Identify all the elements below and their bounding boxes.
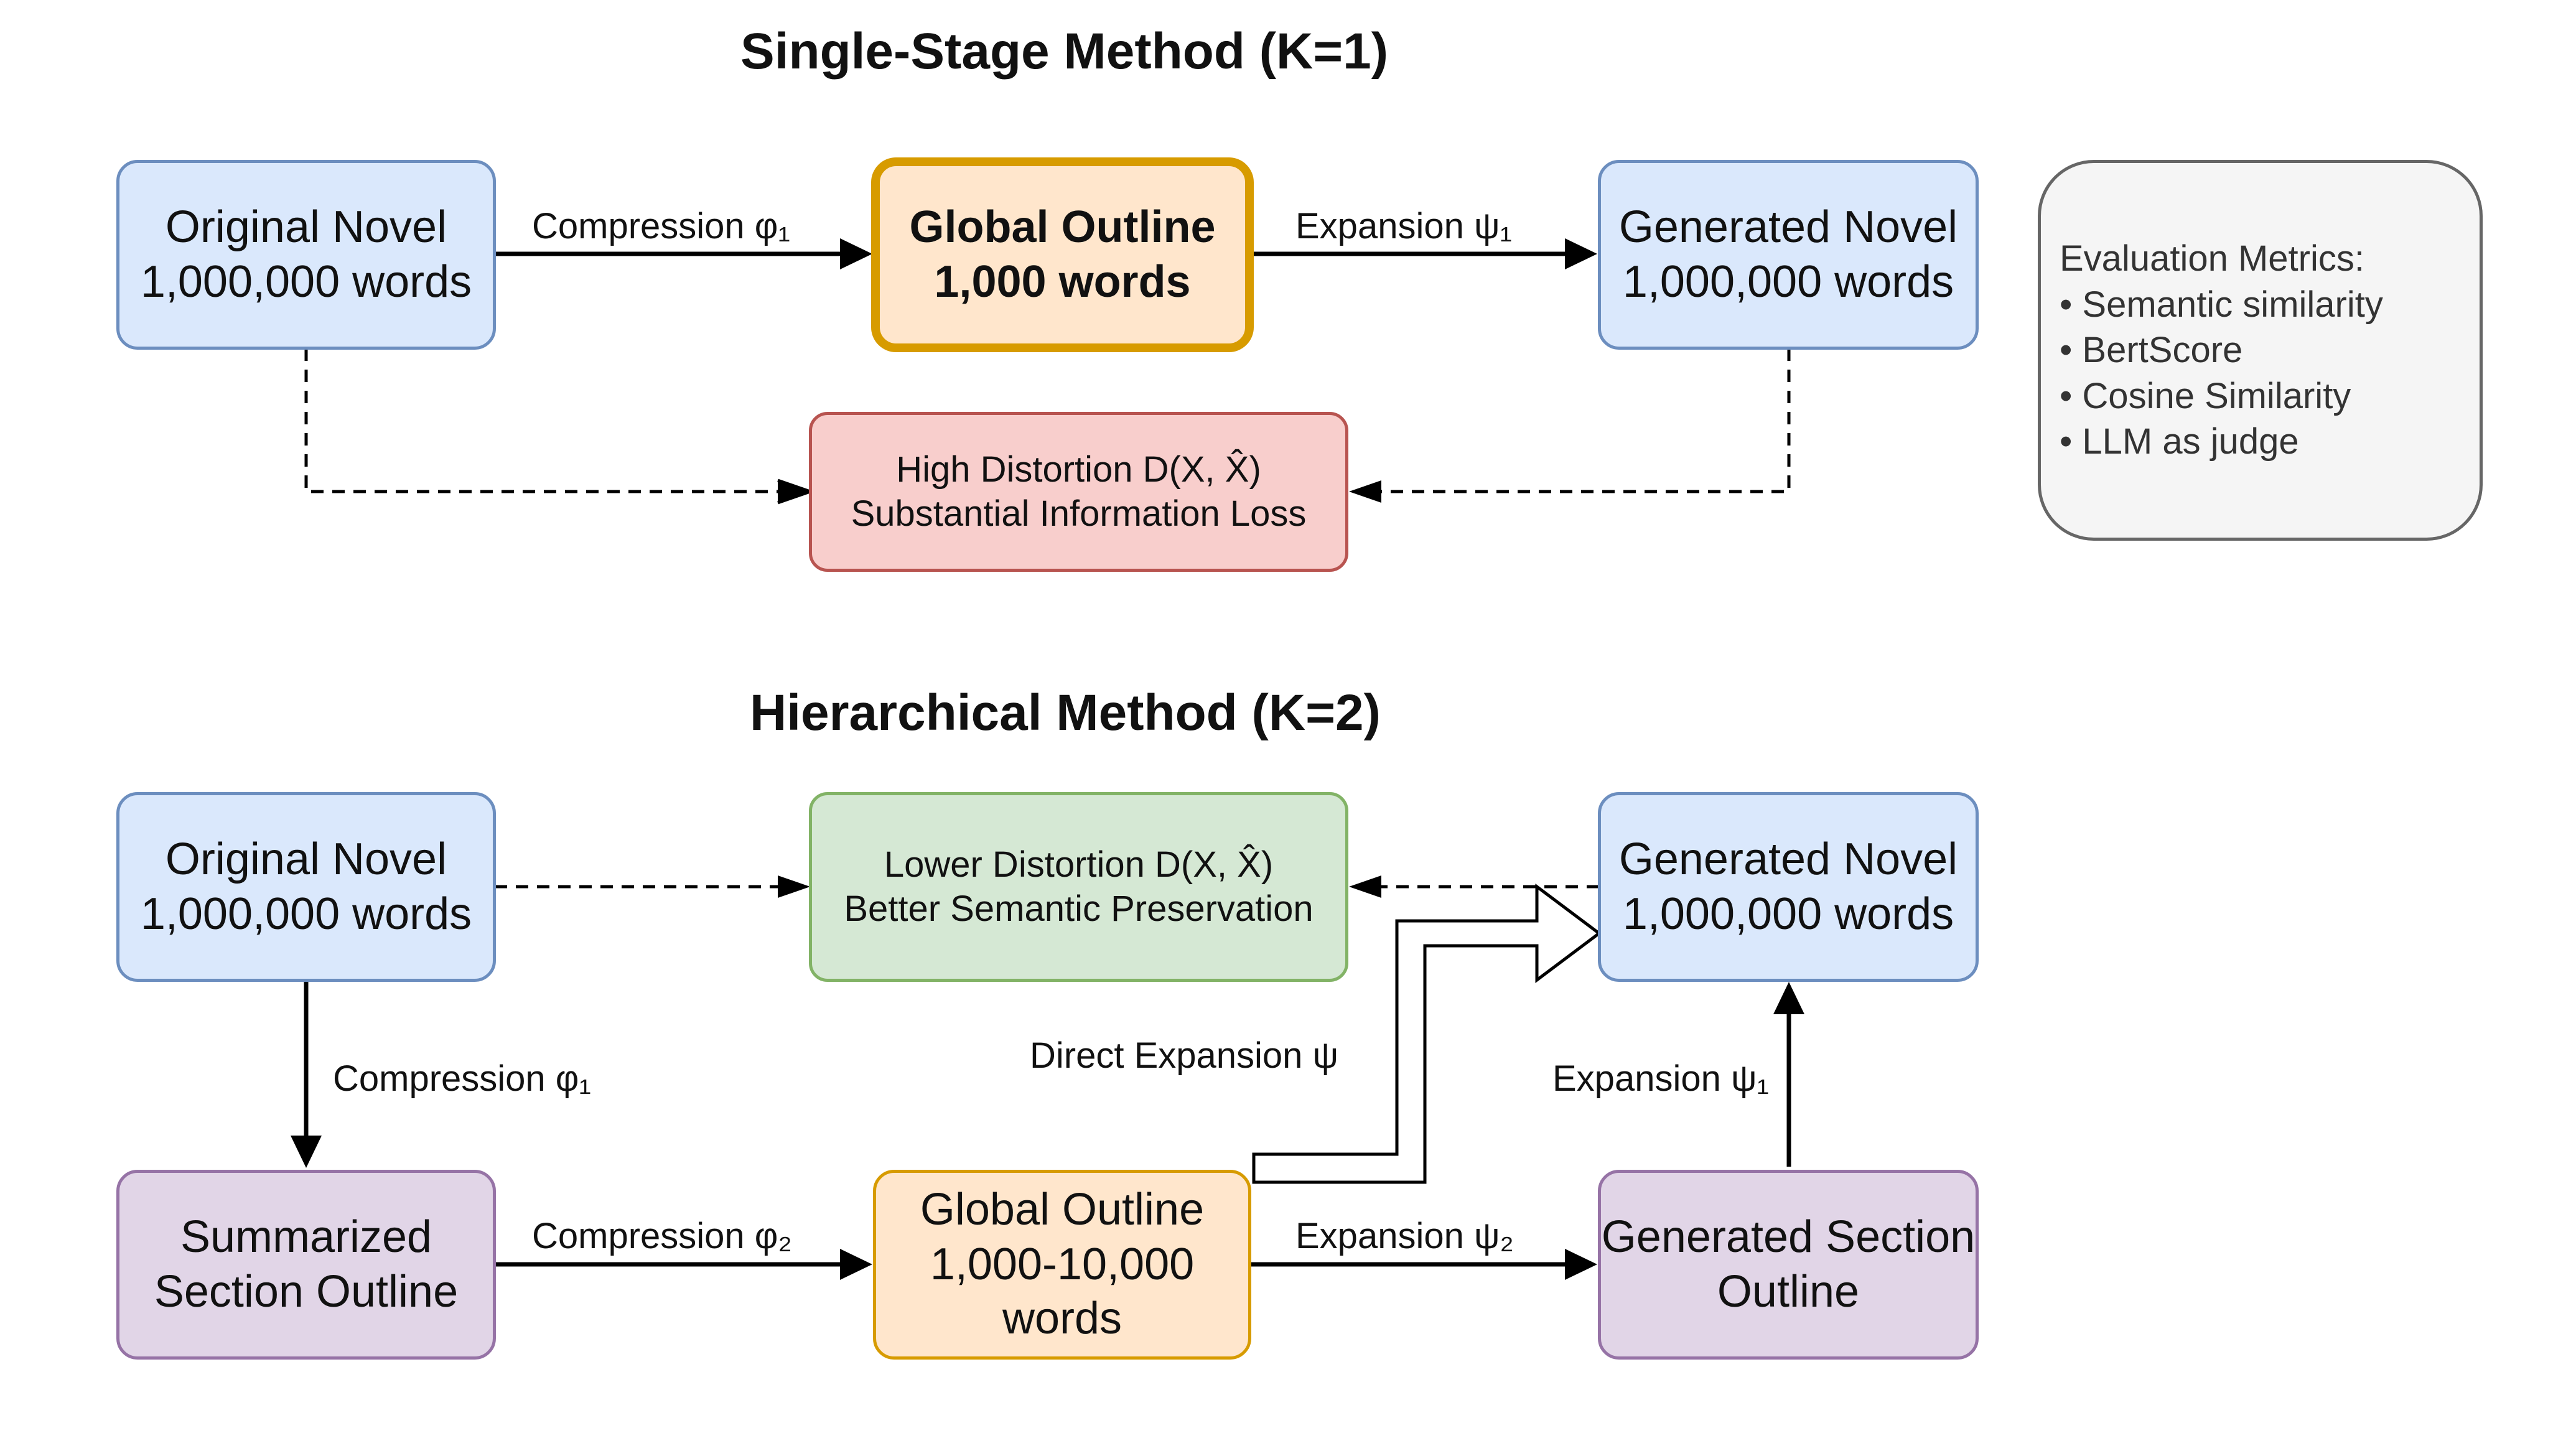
single-compression-label: Compression φ₁	[532, 206, 790, 246]
arrow-expansion2-hier	[1251, 1249, 1597, 1280]
hier-generated-novel-box: Generated Novel 1,000,000 words	[1598, 792, 1979, 982]
metrics-title: Evaluation Metrics:	[2060, 238, 2364, 279]
box-line: Lower Distortion D(X, X̂)	[884, 844, 1274, 885]
box-line: 1,000,000 words	[140, 256, 472, 307]
high-distortion-box: High Distortion D(X, X̂) Substantial Inf…	[809, 412, 1348, 572]
box-line: Outline	[1717, 1266, 1860, 1317]
hier-expansion2-label: Expansion ψ₂	[1295, 1216, 1514, 1256]
box-line: Original Novel	[165, 202, 447, 252]
lower-distortion-box: Lower Distortion D(X, X̂) Better Semanti…	[809, 792, 1348, 982]
box-line: words	[1002, 1294, 1122, 1344]
dashed-hier-original-to-distortion	[495, 875, 810, 898]
single-global-outline-box: Global Outline 1,000 words	[871, 157, 1254, 352]
box-line: Section Outline	[154, 1266, 459, 1317]
box-line: Global Outline	[909, 202, 1216, 252]
single-generated-novel-box: Generated Novel 1,000,000 words	[1598, 160, 1979, 350]
summarized-section-outline-box: Summarized Section Outline	[116, 1170, 496, 1360]
box-line: 1,000 words	[934, 256, 1191, 307]
hier-original-novel-box: Original Novel 1,000,000 words	[116, 792, 496, 982]
dashed-generated-to-distortion	[1349, 348, 1791, 503]
arrow-expansion-single	[1251, 238, 1597, 269]
box-line: Substantial Information Loss	[851, 493, 1307, 534]
box-line: Summarized	[180, 1211, 432, 1262]
direct-expansion-label: Direct Expansion ψ	[1030, 1035, 1338, 1076]
generated-section-outline-box: Generated Section Outline	[1598, 1170, 1979, 1360]
box-line: 1,000-10,000	[930, 1239, 1195, 1289]
arrow-compression1-hier	[291, 982, 322, 1168]
dashed-original-to-distortion	[304, 348, 815, 505]
hier-global-outline-box: Global Outline 1,000-10,000 words	[873, 1170, 1251, 1360]
box-line: Generated Novel	[1618, 202, 1958, 252]
evaluation-metrics-box: Evaluation Metrics: • Semantic similarit…	[2038, 160, 2483, 541]
arrow-compression2-hier	[495, 1249, 872, 1280]
arrow-compression-single	[495, 238, 872, 269]
direct-expansion-arrow	[1252, 884, 1602, 1184]
metric-item: • Cosine Similarity	[2060, 375, 2351, 416]
dashed-hier-generated-to-distortion	[1349, 875, 1599, 898]
metric-item: • LLM as judge	[2060, 421, 2299, 462]
box-line: Global Outline	[920, 1184, 1205, 1234]
hier-expansion1-label: Expansion ψ₁	[1552, 1058, 1769, 1099]
box-line: 1,000,000 words	[1622, 889, 1954, 939]
metric-item: • BertScore	[2060, 330, 2243, 371]
hier-compression1-label: Compression φ₁	[333, 1058, 591, 1099]
metric-item: • Semantic similarity	[2060, 284, 2383, 325]
single-original-novel-box: Original Novel 1,000,000 words	[116, 160, 496, 350]
arrow-expansion1-hier	[1773, 982, 1804, 1167]
box-line: Original Novel	[165, 834, 447, 884]
box-line: Generated Novel	[1618, 834, 1958, 884]
single-expansion-label: Expansion ψ₁	[1295, 206, 1512, 246]
box-line: Better Semantic Preservation	[844, 888, 1314, 929]
box-line: 1,000,000 words	[140, 889, 472, 939]
box-line: Generated Section	[1601, 1211, 1976, 1262]
box-line: High Distortion D(X, X̂)	[896, 449, 1261, 490]
hierarchical-title: Hierarchical Method (K=2)	[750, 684, 1381, 741]
hier-compression2-label: Compression φ₂	[532, 1216, 792, 1256]
single-stage-title: Single-Stage Method (K=1)	[740, 23, 1389, 80]
box-line: 1,000,000 words	[1622, 256, 1954, 307]
